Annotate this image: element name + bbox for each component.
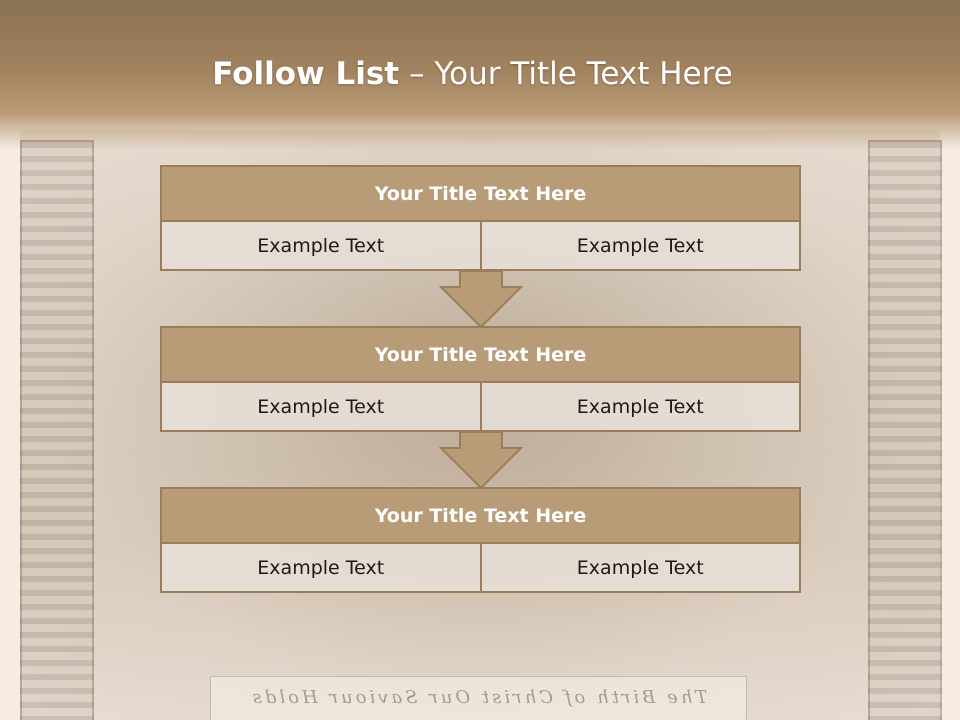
background-frame-right <box>868 140 942 720</box>
block-title: Your Title Text Here <box>160 487 801 544</box>
block-row: Example Text Example Text <box>160 383 801 432</box>
block-cell-right: Example Text <box>481 222 801 271</box>
slide-title-rest: – Your Title Text Here <box>399 56 733 92</box>
block-cell-left: Example Text <box>160 222 482 271</box>
block-row: Example Text Example Text <box>160 544 801 593</box>
background-frame-left <box>20 140 94 720</box>
block-row: Example Text Example Text <box>160 222 801 271</box>
slide-title-bold: Follow List <box>212 56 400 92</box>
block-title: Your Title Text Here <box>160 165 801 222</box>
block-cell-right: Example Text <box>481 544 801 593</box>
block-cell-left: Example Text <box>160 544 482 593</box>
block-cell-left: Example Text <box>160 383 482 432</box>
background-caption-plate: The Birth of Christ Our Saviour Holds <box>210 676 747 720</box>
slide-title: Follow List – Your Title Text Here <box>0 56 945 92</box>
list-block-2: Your Title Text Here Example Text Exampl… <box>160 326 801 432</box>
background-caption-text: The Birth of Christ Our Saviour Holds <box>249 687 708 708</box>
block-title: Your Title Text Here <box>160 326 801 383</box>
list-block-1: Your Title Text Here Example Text Exampl… <box>160 165 801 271</box>
arrow-down-icon <box>439 432 523 490</box>
block-cell-right: Example Text <box>481 383 801 432</box>
arrow-down-icon <box>439 271 523 329</box>
list-block-3: Your Title Text Here Example Text Exampl… <box>160 487 801 593</box>
header-band <box>0 0 960 150</box>
